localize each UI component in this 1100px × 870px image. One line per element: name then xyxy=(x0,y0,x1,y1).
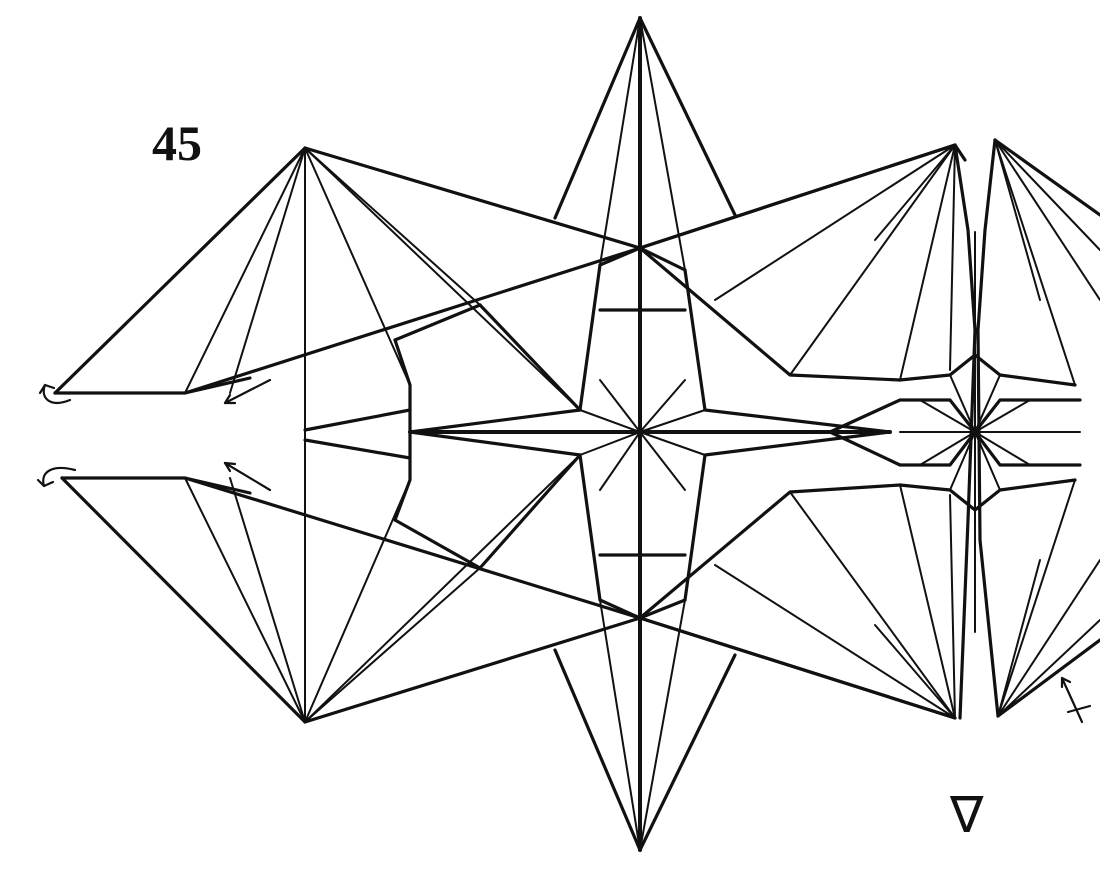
bottom-diamond-edge xyxy=(640,655,735,850)
star-arm xyxy=(685,432,890,600)
pleat-arrow xyxy=(1062,678,1082,722)
outline-edge xyxy=(305,145,955,248)
crease-fan xyxy=(715,145,955,300)
crease-radial xyxy=(920,432,975,465)
outline-edge xyxy=(395,520,480,568)
crease-line xyxy=(600,600,640,850)
crease-fan xyxy=(998,560,1100,716)
right-star-edge xyxy=(830,400,1080,432)
outline-edge xyxy=(998,640,1100,716)
crease-fan xyxy=(900,485,955,718)
crease-fan xyxy=(185,478,305,722)
crease-fan xyxy=(790,492,955,718)
right-star-edge xyxy=(900,355,1075,385)
crease-radial xyxy=(975,400,1030,432)
crease-line xyxy=(640,600,685,850)
outline-edge xyxy=(62,478,305,722)
bottom-diamond-edge xyxy=(555,650,640,850)
outline-edge xyxy=(995,140,1100,215)
crease-fan xyxy=(995,140,1100,300)
arrowhead xyxy=(40,385,54,393)
crease-fan xyxy=(998,560,1040,716)
top-diamond-edge xyxy=(640,18,735,215)
outline-edge xyxy=(480,305,580,410)
right-lobe xyxy=(640,485,900,618)
arrowhead xyxy=(38,480,53,486)
crease-fan xyxy=(305,568,480,722)
outline-edge xyxy=(305,440,410,458)
top-diamond-edge xyxy=(555,18,640,218)
crease-fan xyxy=(995,140,1075,385)
crease-fan xyxy=(185,148,305,393)
crease-radial xyxy=(975,432,1030,465)
crease-fan xyxy=(715,565,955,718)
outline-edge xyxy=(305,618,955,722)
crease-fan xyxy=(790,145,955,375)
crease-line xyxy=(600,18,640,265)
right-star-edge xyxy=(900,480,1075,510)
crease-fan xyxy=(900,145,955,380)
outline-edge xyxy=(480,455,580,568)
right-star-edge xyxy=(830,432,1080,465)
crease-fan xyxy=(305,148,480,305)
left-flap-curve xyxy=(395,340,410,520)
outline-edge xyxy=(305,410,410,430)
crease-fan xyxy=(305,480,410,722)
crease-fan xyxy=(950,495,955,718)
crease-radial xyxy=(920,400,975,432)
crease-line xyxy=(640,18,685,270)
bold-outline xyxy=(55,18,1100,850)
crease-fan xyxy=(950,145,955,370)
pleat-tick xyxy=(1068,706,1090,712)
star-arm xyxy=(685,270,890,432)
